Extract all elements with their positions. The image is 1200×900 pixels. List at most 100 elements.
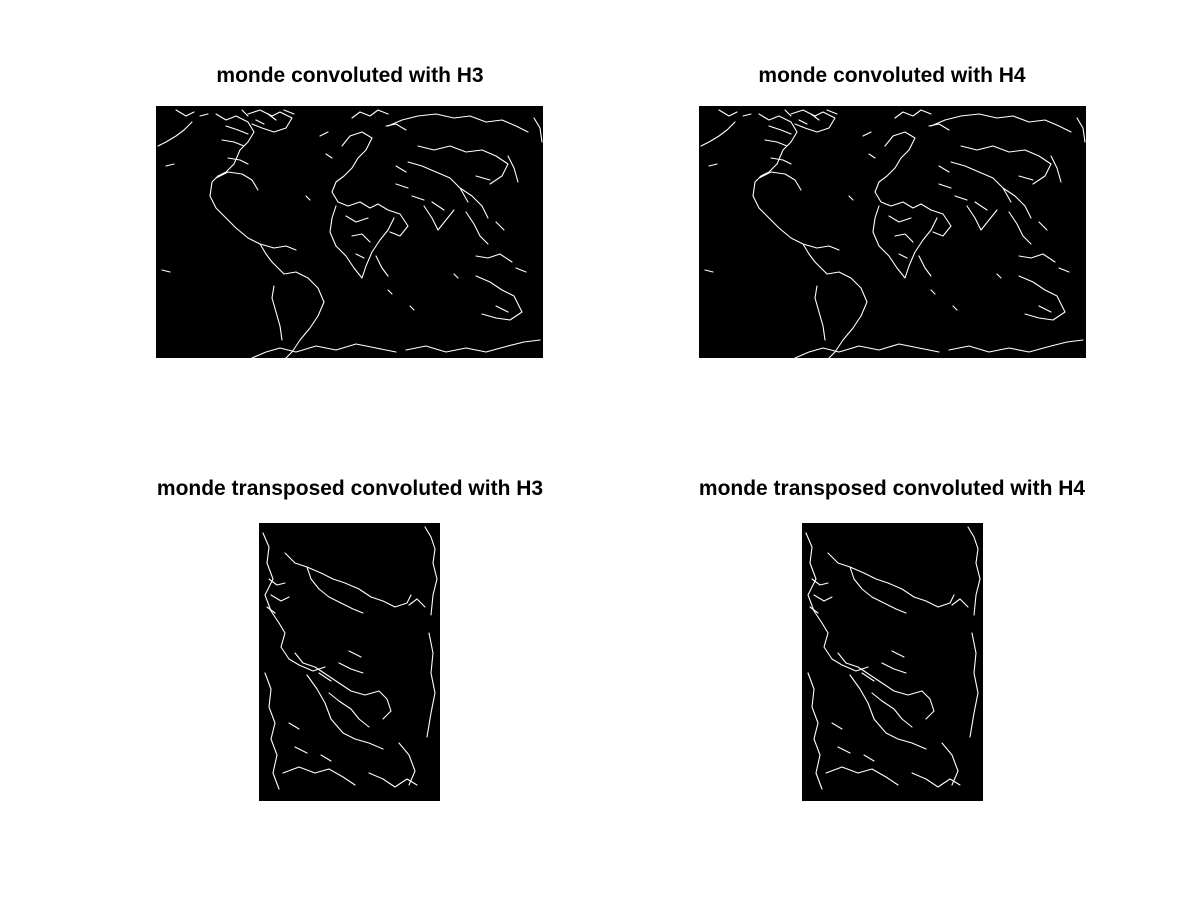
edge-contour xyxy=(264,672,280,790)
edge-contour xyxy=(960,145,1052,185)
edge-contour xyxy=(306,566,364,614)
edge-contour xyxy=(405,339,541,353)
edge-contour xyxy=(764,125,792,165)
subplot-2: monde convoluted with H4 xyxy=(699,64,1086,358)
edge-contour xyxy=(278,622,326,672)
edge-contour xyxy=(507,117,543,183)
subplot-title: monde convoluted with H4 xyxy=(758,64,1026,87)
world-map-edges-transposed xyxy=(805,526,981,790)
edge-contour xyxy=(377,203,409,237)
edge-contour xyxy=(475,253,527,273)
edge-contour xyxy=(209,175,297,251)
edge-contour xyxy=(284,552,372,598)
edge-contour xyxy=(262,532,280,624)
edge-contour xyxy=(938,165,988,211)
edge-contour xyxy=(241,109,295,125)
edge-contour xyxy=(215,171,259,191)
edge-contour xyxy=(426,632,436,738)
edge-contour xyxy=(941,742,959,786)
edge-contour xyxy=(966,205,998,231)
edge-contour xyxy=(306,674,384,750)
edge-contour xyxy=(752,175,840,251)
edge-contour xyxy=(221,125,249,165)
edge-contour xyxy=(1018,275,1066,321)
edge-contour xyxy=(807,672,823,790)
edge-contour xyxy=(335,131,373,183)
edge-contour xyxy=(861,650,907,682)
edge-contour xyxy=(920,203,952,237)
edge-contour xyxy=(700,121,736,273)
edge-contour xyxy=(475,275,523,321)
edge-image xyxy=(259,523,440,801)
edge-image xyxy=(156,106,543,358)
edge-contour xyxy=(215,113,255,177)
edge-contour xyxy=(408,598,426,608)
subplot-title: monde transposed convoluted with H3 xyxy=(156,477,544,500)
edge-contour xyxy=(407,161,469,203)
edge-contour xyxy=(345,215,371,259)
edge-contour xyxy=(247,109,293,133)
edge-contour xyxy=(921,690,935,720)
edge-contour xyxy=(370,594,412,608)
edge-contour xyxy=(1038,305,1052,313)
edge-contour xyxy=(1008,211,1048,245)
edge-contour xyxy=(814,285,826,341)
edge-contour xyxy=(969,632,979,738)
subplot-title: monde convoluted with H3 xyxy=(216,64,484,87)
edge-contour xyxy=(251,343,397,358)
edge-contour xyxy=(395,165,445,211)
edge-contour xyxy=(328,692,370,728)
edge-contour xyxy=(837,652,923,696)
edge-contour xyxy=(417,145,509,185)
edge-contour xyxy=(948,339,1084,353)
edge-contour xyxy=(878,131,916,183)
edge-contour xyxy=(784,109,838,125)
edge-image xyxy=(802,523,983,801)
edge-contour xyxy=(874,181,922,209)
edge-contour xyxy=(888,215,914,259)
edge-contour xyxy=(718,109,752,117)
edge-contour xyxy=(424,526,438,616)
edge-contour xyxy=(282,766,356,786)
edge-contour xyxy=(318,650,364,682)
edge-contour xyxy=(329,205,395,279)
edge-contour xyxy=(319,131,333,159)
subplot-1: monde convoluted with H3 xyxy=(0,0,600,450)
edge-contour xyxy=(930,113,1072,133)
edge-contour xyxy=(305,195,459,311)
edge-contour xyxy=(1050,117,1086,183)
edge-contour xyxy=(951,598,969,608)
edge-contour xyxy=(495,305,509,313)
world-map-edges xyxy=(700,109,1086,358)
edge-contour xyxy=(794,343,940,358)
edge-contour xyxy=(872,205,938,279)
edge-contour xyxy=(790,109,836,133)
edge-contour xyxy=(802,243,828,275)
edge-contour xyxy=(283,271,325,358)
edge-contour xyxy=(423,205,455,231)
edge-image xyxy=(699,106,1086,358)
edge-contour xyxy=(758,113,798,177)
edge-contour xyxy=(918,255,932,277)
edge-contour xyxy=(271,285,283,341)
edge-contour xyxy=(375,255,389,277)
edge-contour xyxy=(848,195,1002,311)
edge-contour xyxy=(157,121,193,273)
edge-contour xyxy=(849,674,927,750)
world-map-edges xyxy=(157,109,543,358)
edge-contour xyxy=(950,161,1012,203)
world-map-edges-transposed xyxy=(262,526,438,790)
edge-contour xyxy=(831,722,875,762)
edge-contour xyxy=(805,532,823,624)
edge-contour xyxy=(1002,175,1034,219)
subplot-3: monde transposed convoluted with H3 xyxy=(156,477,544,801)
edge-contour xyxy=(387,113,529,133)
edge-contour xyxy=(871,692,913,728)
edge-contour xyxy=(827,552,915,598)
edge-contour xyxy=(821,622,869,672)
edge-contour xyxy=(294,652,380,696)
edge-contour xyxy=(826,271,868,358)
edge-contour xyxy=(398,742,416,786)
